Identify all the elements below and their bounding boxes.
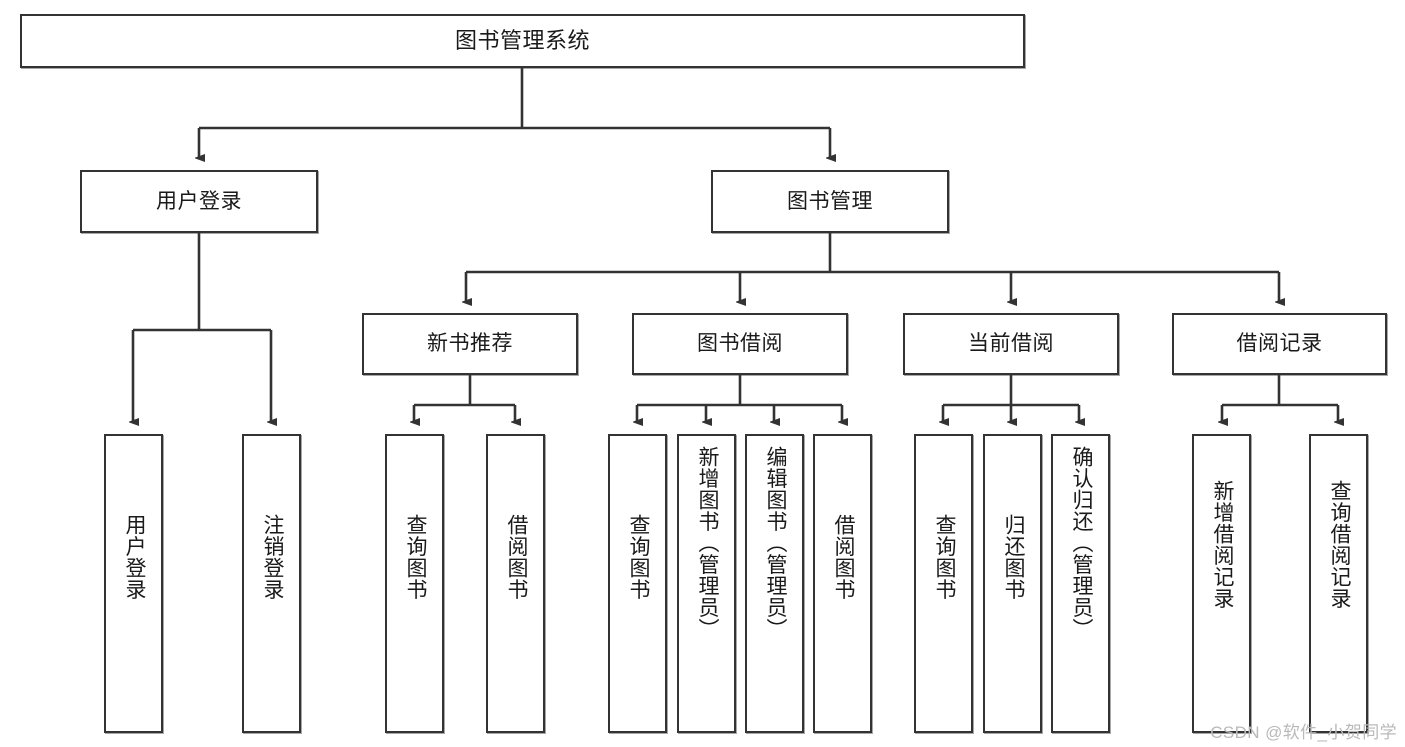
node-label: 图书管理系统: [454, 27, 590, 53]
leaf-borrow-book-borrowing[interactable]: 借阅图书: [813, 434, 872, 733]
leaf-add-book-admin[interactable]: 新增图书（管理员）: [677, 434, 736, 733]
node-current-borrowing[interactable]: 当前借阅: [903, 313, 1119, 375]
leaf-query-borrowing-record[interactable]: 查询借阅记录: [1309, 434, 1368, 733]
node-label: 查询图书: [626, 514, 650, 600]
node-label: 新书推荐: [427, 332, 513, 356]
leaf-edit-book-admin[interactable]: 编辑图书（管理员）: [745, 434, 804, 733]
node-label: 确认归还（管理员）: [1069, 446, 1093, 640]
leaf-return-book[interactable]: 归还图书: [983, 434, 1042, 733]
leaf-confirm-return-admin[interactable]: 确认归还（管理员）: [1051, 434, 1110, 733]
node-label: 查询图书: [932, 514, 956, 600]
node-label: 借阅图书: [831, 514, 855, 600]
node-label: 归还图书: [1001, 514, 1025, 600]
leaf-logout-login[interactable]: 注销登录: [242, 434, 301, 733]
csdn-watermark: CSDN @软件_小贺同学: [1210, 723, 1397, 742]
leaf-query-book-borrowing[interactable]: 查询图书: [608, 434, 667, 733]
node-book-borrowing[interactable]: 图书借阅: [632, 313, 848, 375]
node-label: 编辑图书（管理员）: [763, 446, 787, 640]
node-label: 新增图书（管理员）: [695, 446, 719, 640]
leaf-query-book-current[interactable]: 查询图书: [914, 434, 973, 733]
node-label: 借阅图书: [504, 514, 528, 600]
node-new-book-recommendation[interactable]: 新书推荐: [362, 313, 578, 375]
node-label: 用户登录: [122, 514, 146, 600]
node-root-book-management-system[interactable]: 图书管理系统: [20, 14, 1025, 68]
node-label: 用户登录: [156, 189, 242, 213]
node-label: 查询借阅记录: [1327, 480, 1351, 609]
node-label: 图书借阅: [697, 332, 783, 356]
node-book-management[interactable]: 图书管理: [711, 170, 949, 233]
node-borrowing-record[interactable]: 借阅记录: [1172, 313, 1387, 375]
node-label: 当前借阅: [968, 332, 1054, 356]
node-label: 图书管理: [787, 189, 873, 213]
node-label: 注销登录: [260, 514, 284, 600]
node-label: 借阅记录: [1236, 332, 1323, 356]
node-label: 新增借阅记录: [1210, 480, 1234, 609]
leaf-add-borrowing-record[interactable]: 新增借阅记录: [1192, 434, 1251, 733]
node-user-login[interactable]: 用户登录: [80, 170, 318, 233]
node-label: 查询图书: [403, 514, 427, 600]
leaf-query-book-new-recommendation[interactable]: 查询图书: [385, 434, 444, 733]
leaf-borrow-book-new-recommendation[interactable]: 借阅图书: [486, 434, 545, 733]
leaf-user-login[interactable]: 用户登录: [104, 434, 163, 733]
